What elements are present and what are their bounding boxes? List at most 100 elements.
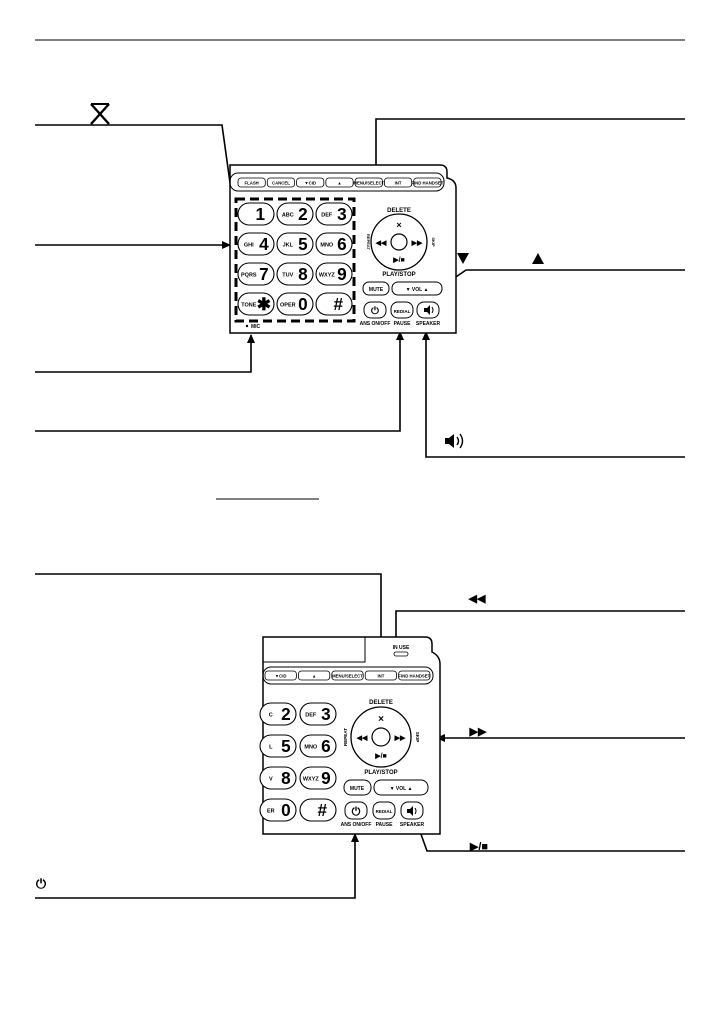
key-digit: ✱ [257,294,271,314]
lower-skip-label: SKIP [415,732,420,743]
speaker-icon [445,433,464,449]
key-digit: 6 [321,736,331,756]
skip-legend-icon: ▶▶ [469,726,487,738]
key-letters: V [269,777,273,783]
lower-top-button-label: FIND HANDSET [398,673,430,678]
upper-top-button-label: MENU/SELECT [353,180,384,185]
lower-delete-label: DELETE [369,700,393,706]
delete-label: DELETE [387,208,411,214]
key-letters: MNO [304,745,318,751]
upper-top-button-label: INT [395,180,402,185]
skip-label: SKIP [431,237,436,247]
upper-bottom-controls: MUTE ▼ VOL ▲ ⏻ ANS ON/OFF REDIAL PAUSE S… [245,281,443,330]
upper-top-button-3[interactable]: ▲ [325,177,354,188]
upper-top-button-2[interactable]: ▼CID [296,177,325,188]
lower-top-button-label: INT [377,673,384,678]
upper-key-star[interactable]: TONE✱ [237,292,275,316]
upper-key-1[interactable]: 1 [237,202,275,226]
key-digit: 8 [298,264,308,284]
upper-top-buttons: FLASH CANCEL▼CID ▲ MENU/SELECT INT FIND HANDS… [237,177,444,188]
lower-play-stop-icon: ▶/■ [374,753,387,760]
key-digit: 9 [321,768,331,788]
play-stop-icon: ▶/■ [392,257,405,264]
play-stop-label: PLAY/STOP [382,272,415,278]
upper-top-button-4[interactable]: MENU/SELECT [353,177,385,188]
key-letters: JKL [283,243,294,249]
upper-key-pound[interactable]: # [315,292,353,316]
key-letters: ER [267,809,275,815]
key-letters: MNO [320,243,334,249]
key-digit: 4 [259,234,269,254]
key-digit: 6 [337,234,347,254]
lower-key-pound[interactable]: # [299,798,337,822]
redial-button: REDIAL [394,309,411,314]
lower-pause-label: PAUSE [376,822,394,828]
upper-top-button-6[interactable]: FIND HANDSET [411,177,444,188]
mute-button: MUTE [369,287,384,293]
repeat-legend-icon: ◀◀ [468,593,486,605]
upper-nav-cluster: DELETE × ◀◀ ▶▶ ▶/■ PLAY/STOP REPEAT SKIP [366,208,436,278]
key-digit: 9 [337,264,347,284]
ans-onoff-label: ANS ON/OFF [360,321,391,327]
mic-hole [245,324,249,328]
key-letters: GHI [244,243,254,249]
lower-speaker-button-icon [407,806,417,816]
mic-label: MIC [251,324,261,330]
lower-bottom-controls: MUTE ▼ VOL ▲ ⏻ ANS ON/OFF REDIAL PAUSE S… [341,779,429,828]
lower-top-button-2[interactable]: MENU/SELECT [331,670,364,681]
speaker-label: SPEAKER [416,321,441,327]
key-digit: 2 [281,704,291,724]
repeat-icon: ◀◀ [375,240,387,247]
key-digit: 7 [259,264,269,284]
key-letters: OPER [280,303,296,309]
key-letters: PQRS [241,273,257,279]
lower-ans-onoff-label: ANS ON/OFF [341,822,372,828]
lower-top-button-label: MENU/SELECT [332,673,363,678]
upper-top-button-0[interactable]: FLASH [237,177,266,188]
lower-delete-x-icon: × [378,714,384,725]
lower-top-button-label: ▼CID [275,673,287,678]
upper-top-button-label: FIND HANDSET [411,180,443,185]
play-stop-legend-icon: ▶/■ [469,841,488,853]
lower-top-button-4[interactable]: FIND HANDSET [398,670,431,681]
key-letters: TUV [282,273,293,279]
in-use-led [393,651,409,657]
key-digit: 1 [256,204,266,224]
ans-onoff-legend-icon: ⏻ [36,876,47,891]
upper-key-4[interactable]: GHI 4 [237,232,275,256]
upper-key-8[interactable]: TUV 8 [276,262,314,286]
lower-skip-icon: ▶▶ [394,735,406,742]
lower-repeat-icon: ◀◀ [356,735,368,742]
ans-power-icon: ⏻ [371,305,379,317]
vol-up-icon [532,253,544,264]
delete-x-icon: × [396,220,401,230]
upper-top-button-label: FLASH [244,180,258,185]
upper-top-button-5[interactable]: INT [384,177,413,188]
upper-top-button-label: ▲ [337,180,341,185]
key-digit: 3 [321,704,331,724]
nav-center [390,233,408,251]
key-digit: # [334,294,344,314]
lower-top-button-0[interactable]: ▼CID [264,670,297,681]
key-letters: L [269,745,273,751]
lower-top-button-3[interactable]: INT [364,670,398,681]
lower-top-button-label: ▲ [312,673,316,678]
upper-top-button-1[interactable]: CANCEL [266,177,295,188]
speaker-button-icon [424,305,434,315]
lower-top-button-1[interactable]: ▲ [297,670,331,681]
